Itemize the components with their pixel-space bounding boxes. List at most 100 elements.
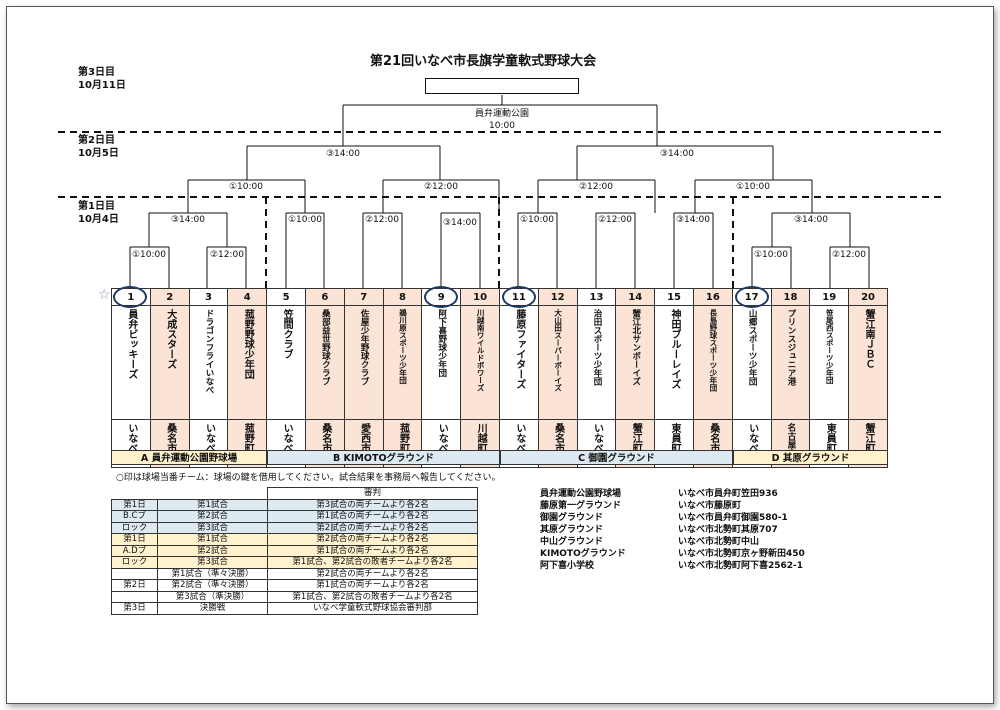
ref-group (111, 590, 158, 603)
duty-team-circle-17 (735, 286, 769, 308)
team-city: 蟹江町 (863, 423, 875, 453)
team-city: 桑名市 (707, 423, 719, 453)
day2-label: 第2日目 10月5日 (78, 134, 119, 160)
team-city: 蟹江町 (630, 423, 642, 453)
referee-table: 審判 第1日第1試合第3試合の両チームより各2名 B.Cブ第2試合第1試合の両チ… (111, 487, 478, 615)
venue-row: 員弁運動公園野球場 いなべ市員弁町笠田936 (540, 488, 805, 500)
team-name: 佐屋少年野球クラブ (359, 309, 370, 386)
day2-date: 10月5日 (78, 148, 119, 159)
semifinal-right-time: ③14:00 (659, 149, 694, 159)
team-name: 治田スポーツ少年団 (591, 309, 602, 386)
team-number: 18 (770, 288, 811, 306)
match-19-20-time: ②12:00 (831, 250, 866, 260)
venue-address: いなべ市藤原町 (678, 501, 742, 511)
final-venue-name: 員弁運動公園 (474, 109, 529, 119)
venue-row: KIMOTOグラウンドいなべ市北勢町京ヶ野新田450 (540, 548, 805, 560)
duty-team-circle-9 (424, 286, 458, 308)
venue-name: 阿下喜小学校 (540, 561, 595, 571)
day3-label: 第3日目 10月11日 (78, 66, 126, 92)
quarterfinal-3-time: ②12:00 (578, 182, 613, 192)
ref-assign: 第2試合の両チームより各2名 (267, 567, 478, 580)
ref-assign: 第1試合、第2試合の敗者チームより各2名 (267, 590, 478, 603)
venue-address: いなべ市員弁町御園580-1 (678, 513, 788, 523)
team-name: 神田ブルーレイズ (669, 309, 681, 389)
team-number: 7 (343, 288, 384, 306)
team-city: いなべ市 (125, 423, 137, 463)
team-city: 川越町 (475, 423, 487, 453)
team-name: 長島野球スポーツ少年団 (708, 309, 718, 392)
team-city: 東員町 (824, 423, 836, 453)
team-city: いなべ市 (591, 423, 603, 463)
ref-assign: 第1試合の両チームより各2名 (267, 544, 478, 557)
venue-name: 御園グラウンド (540, 513, 604, 523)
team-name: 鵜川原スポーツ少年団 (398, 309, 408, 384)
ref-group: 第1日 (111, 498, 158, 511)
duty-notice: ○印は球場当番チーム：球場の鍵を借用してください。試合結果を事務局へ報告してくだ… (116, 473, 501, 483)
ref-group: 第3日 (111, 602, 158, 615)
venue-name: 員弁運動公園野球場 (540, 489, 622, 499)
ref-group: 第1日 (111, 533, 158, 546)
match-11-12-time: ①10:00 (519, 215, 554, 225)
venue-row: 藤原第一グラウンドいなべ市藤原町 (540, 500, 805, 512)
team-city: 桑名市 (552, 423, 564, 453)
venue-row: 御園グラウンド いなべ市員弁町御園580-1 (540, 512, 805, 524)
team-city: いなべ市 (436, 423, 448, 463)
ref-assign: 第2試合の両チームより各2名 (267, 533, 478, 546)
match-1-2-3-4-time: ③14:00 (170, 215, 205, 225)
team-number: 3 (188, 288, 229, 306)
match-15-16-time: ③14:00 (675, 215, 710, 225)
champion-box (425, 78, 579, 94)
match-9-10-time: ③14:00 (442, 218, 477, 228)
venue-address: いなべ市北勢町中山 (678, 537, 760, 547)
team-name: 藤原ファイターズ (513, 309, 525, 389)
team-name: 阿下喜野球少年団 (436, 309, 447, 377)
venue-address: いなべ市員弁町笠田936 (678, 489, 778, 499)
team-name: 大成スターズ (164, 309, 176, 369)
ground-c: C 御園グラウンド (500, 450, 733, 465)
ref-group: A.Dブ (111, 544, 158, 557)
ground-strip: A 員弁運動公園野球場 B KIMOTOグラウンド C 御園グラウンド D 其原… (111, 450, 888, 465)
ref-group: ロック (111, 556, 158, 569)
quarterfinal-4-time: ①10:00 (735, 182, 770, 192)
team-name: 菰野野球少年団 (242, 309, 254, 379)
day1-label: 第1日目 10月4日 (78, 200, 119, 226)
ref-assign: 第1試合の両チームより各2名 (267, 510, 478, 523)
ref-assign: 第1試合、第2試合の敗者チームより各2名 (267, 556, 478, 569)
ref-match: 第3試合 (157, 556, 268, 569)
ref-match: 第2試合（準々決勝） (157, 579, 268, 592)
team-number: 10 (460, 288, 500, 306)
page-title: 第21回いなべ市長旗学童軟式野球大会 (370, 54, 597, 69)
final-venue: 員弁運動公園 10:00 (465, 108, 539, 132)
day3-name: 第3日目 (78, 67, 115, 78)
match-5-6-time: ①10:00 (287, 215, 322, 225)
team-name: 桑部益世野球クラブ (320, 309, 331, 386)
team-number: 20 (848, 288, 888, 306)
venue-address: いなべ市北勢町阿下喜2562-1 (678, 561, 804, 571)
team-number: 2 (149, 288, 190, 306)
venue-row: 中山グラウンド いなべ市北勢町中山 (540, 536, 805, 548)
quarterfinal-1-time: ①10:00 (228, 182, 263, 192)
team-name: 蟹江南ＪＢＣ (863, 309, 875, 369)
ref-match: 第2試合 (157, 510, 268, 523)
team-name: 大山田スーパーボーイズ (553, 309, 563, 392)
team-city: 桑名市 (164, 423, 176, 453)
duty-team-circle-1 (113, 286, 147, 308)
team-number: 19 (809, 288, 850, 306)
ref-group: ロック (111, 521, 158, 534)
venue-address: いなべ市北勢町京ヶ野新田450 (678, 549, 805, 559)
ground-d: D 其原グラウンド (733, 450, 888, 465)
venue-row: 其原グラウンドいなべ市北勢町其原707 (540, 524, 805, 536)
team-name: 山郷スポーツ少年団 (747, 309, 758, 386)
ground-b: B KIMOTOグラウンド (267, 450, 500, 465)
venue-name: 中山グラウンド (540, 537, 604, 547)
team-name: プリンスジュニア港 (785, 309, 796, 386)
ground-a: A 員弁運動公園野球場 (111, 450, 267, 465)
team-name: 蟹江北サンボーイズ (630, 309, 641, 386)
team-city: いなべ市 (203, 423, 215, 463)
day2-name: 第2日目 (78, 135, 115, 146)
team-city: いなべ市 (281, 423, 293, 463)
match-1-2-time: ①10:00 (131, 250, 166, 260)
team-city: 桑名市 (319, 423, 331, 453)
venue-address: いなべ市北勢町其原707 (678, 525, 778, 535)
